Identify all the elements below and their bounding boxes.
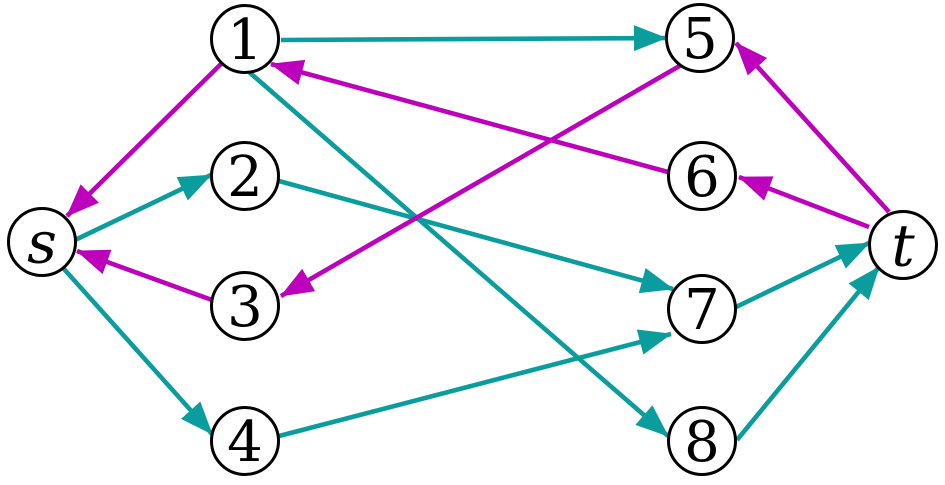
edge-6-1 xyxy=(270,59,669,175)
edge-8-t xyxy=(735,265,881,442)
node-s: s xyxy=(7,207,77,277)
edge-2-7 xyxy=(278,178,674,294)
edge-3-s xyxy=(76,248,213,303)
edge-t-6 xyxy=(738,174,870,230)
node-t: t xyxy=(868,210,938,280)
node-t-circle xyxy=(868,210,938,280)
node-3: 3 xyxy=(210,271,280,341)
node-7: 7 xyxy=(667,274,737,344)
node-5-circle xyxy=(665,3,735,73)
node-s-circle xyxy=(7,207,77,277)
node-s-label: s xyxy=(27,209,57,277)
edge-s-2 xyxy=(74,172,212,243)
edge-1-s xyxy=(65,62,223,218)
edge-7-t xyxy=(735,240,870,310)
node-4-label: 4 xyxy=(227,410,263,475)
node-6-label: 6 xyxy=(684,145,720,210)
node-1-label: 1 xyxy=(227,8,263,73)
node-3-label: 3 xyxy=(227,275,263,340)
node-2: 2 xyxy=(210,141,280,211)
node-6-circle xyxy=(667,141,737,211)
node-8-circle xyxy=(667,406,737,476)
node-3-circle xyxy=(210,271,280,341)
node-7-circle xyxy=(667,274,737,344)
edge-1-8 xyxy=(247,70,670,438)
edge-4-7 xyxy=(278,329,672,439)
node-4: 4 xyxy=(210,406,280,476)
node-6: 6 xyxy=(667,141,737,211)
node-8-label: 8 xyxy=(684,410,720,475)
node-1-circle xyxy=(210,4,280,74)
edge-t-5 xyxy=(734,41,891,214)
edge-5-3 xyxy=(279,62,685,298)
node-4-circle xyxy=(210,406,280,476)
node-5: 5 xyxy=(665,3,735,73)
node-1: 1 xyxy=(210,4,280,74)
node-2-circle xyxy=(210,141,280,211)
edge-1-5 xyxy=(280,25,667,52)
node-t-label: t xyxy=(891,212,915,280)
node-7-label: 7 xyxy=(684,278,720,343)
edge-s-4 xyxy=(62,267,214,436)
node-2-label: 2 xyxy=(227,145,263,210)
node-5-label: 5 xyxy=(682,7,718,72)
node-8: 8 xyxy=(667,406,737,476)
